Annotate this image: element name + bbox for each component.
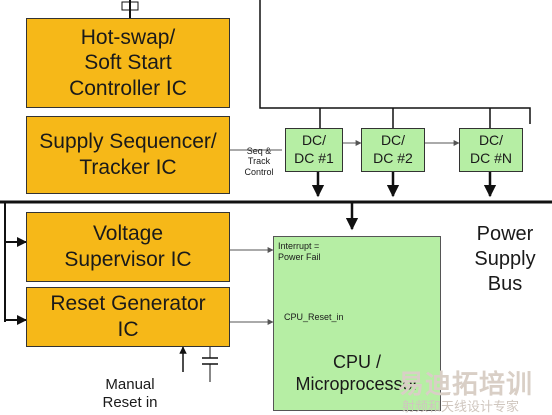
seq-track-control-label: Seq & Track Control — [244, 146, 274, 177]
capacitor-symbol — [202, 345, 218, 382]
dcdc-converter-n: DC/ DC #N — [459, 128, 523, 172]
watermark-brand: 易迪拓培训 — [398, 369, 534, 399]
watermark-tagline: 射频和天线设计专家 — [402, 399, 520, 414]
supply-sequencer-block: Supply Sequencer/ Tracker IC — [26, 116, 230, 194]
input-rail — [259, 0, 531, 124]
manual-reset-label: Manual Reset in — [102, 376, 158, 411]
cpu-block — [273, 236, 441, 411]
dcdc-converter-2: DC/ DC #2 — [361, 128, 425, 172]
cpu-label: CPU / Microprocessor — [295, 352, 419, 394]
power-supply-bus-label: Power Supply Bus — [474, 223, 536, 295]
dcdc-converter-1: DC/ DC #1 — [285, 128, 343, 172]
hotswap-controller-block: Hot-swap/ Soft Start Controller IC — [26, 18, 230, 108]
reset-generator-block: Reset Generator IC — [26, 287, 230, 347]
voltage-supervisor-block: Voltage Supervisor IC — [26, 212, 230, 282]
cpu-reset-pin-label: CPU_Reset_in — [284, 312, 344, 322]
hotswap-input-line — [121, 0, 139, 18]
interrupt-pin-label: Interrupt = Power Fail — [278, 241, 321, 263]
